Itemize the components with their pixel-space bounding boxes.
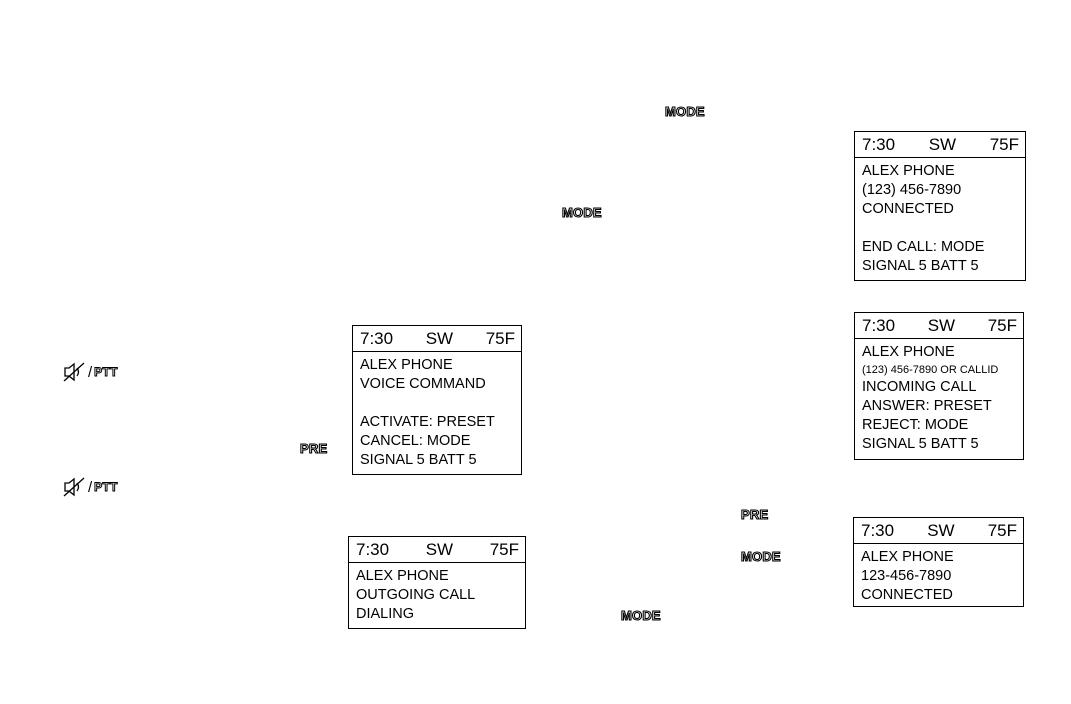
voice-command-icon	[63, 477, 85, 497]
display-line	[862, 219, 1025, 238]
display-header: 7:30 SW 75F	[855, 132, 1025, 158]
temperature: 75F	[489, 539, 519, 559]
display-line: END CALL: MODE	[862, 239, 985, 255]
display-line: SIGNAL 5 BATT 5	[360, 452, 477, 468]
display-line: DIALING	[356, 606, 415, 622]
temperature: 75F	[987, 520, 1017, 540]
pre-label-1: PRE	[299, 441, 328, 456]
display-line: (123) 456-7890	[862, 182, 962, 198]
mode-label-2: MODE	[561, 205, 602, 220]
clock: 7:30	[360, 328, 394, 348]
ptt-label-1: / PTT	[62, 361, 118, 383]
display-line: ALEX PHONE	[861, 549, 954, 565]
compass: SW	[425, 539, 454, 559]
mode-label-3: MODE	[740, 549, 781, 564]
compass: SW	[928, 134, 957, 154]
display-line: ALEX PHONE	[862, 344, 955, 360]
display-line: SIGNAL 5 BATT 5	[862, 258, 979, 274]
clock: 7:30	[862, 134, 896, 154]
ptt-label-2: / PTT	[62, 476, 118, 498]
display-connected-end-call: 7:30 SW 75F ALEX PHONE (123) 456-7890 CO…	[854, 131, 1026, 281]
display-header: 7:30 SW 75F	[854, 518, 1023, 544]
display-line: ANSWER: PRESET	[862, 398, 992, 414]
clock: 7:30	[356, 539, 390, 559]
display-header: 7:30 SW 75F	[855, 313, 1023, 339]
display-incoming-call: 7:30 SW 75F ALEX PHONE (123) 456-7890 OR…	[854, 312, 1024, 460]
temperature: 75F	[485, 328, 515, 348]
display-line: ALEX PHONE	[360, 357, 453, 373]
display-header: 7:30 SW 75F	[349, 537, 525, 563]
clock: 7:30	[861, 520, 895, 540]
display-line: SIGNAL 5 BATT 5	[862, 436, 979, 452]
display-connected: 7:30 SW 75F ALEX PHONE 123-456-7890 CONN…	[853, 517, 1024, 607]
mode-label-1: MODE	[664, 104, 705, 119]
display-voice-command: 7:30 SW 75F ALEX PHONE VOICE COMMAND ACT…	[352, 325, 522, 475]
pre-label-2: PRE	[740, 507, 769, 522]
temperature: 75F	[989, 134, 1019, 154]
display-line: ALEX PHONE	[862, 163, 955, 179]
compass: SW	[927, 315, 956, 335]
display-line: 123-456-7890	[861, 568, 952, 584]
display-line: VOICE COMMAND	[360, 376, 486, 392]
display-line: (123) 456-7890 OR CALLID	[862, 364, 999, 376]
display-line: INCOMING CALL	[862, 379, 977, 395]
display-line: ACTIVATE: PRESET	[360, 414, 495, 430]
display-line: CONNECTED	[862, 201, 954, 217]
mode-label-4: MODE	[620, 608, 661, 623]
clock: 7:30	[862, 315, 896, 335]
voice-command-icon	[63, 362, 85, 382]
temperature: 75F	[987, 315, 1017, 335]
display-line: CONNECTED	[861, 587, 953, 603]
compass: SW	[927, 520, 955, 540]
display-line: CANCEL: MODE	[360, 433, 471, 449]
display-line	[360, 394, 521, 413]
display-line: REJECT: MODE	[862, 417, 969, 433]
display-line: OUTGOING CALL	[356, 587, 476, 603]
display-line: ALEX PHONE	[356, 568, 449, 584]
compass: SW	[425, 328, 454, 348]
display-outgoing-call: 7:30 SW 75F ALEX PHONE OUTGOING CALL DIA…	[348, 536, 526, 629]
display-header: 7:30 SW 75F	[353, 326, 521, 352]
